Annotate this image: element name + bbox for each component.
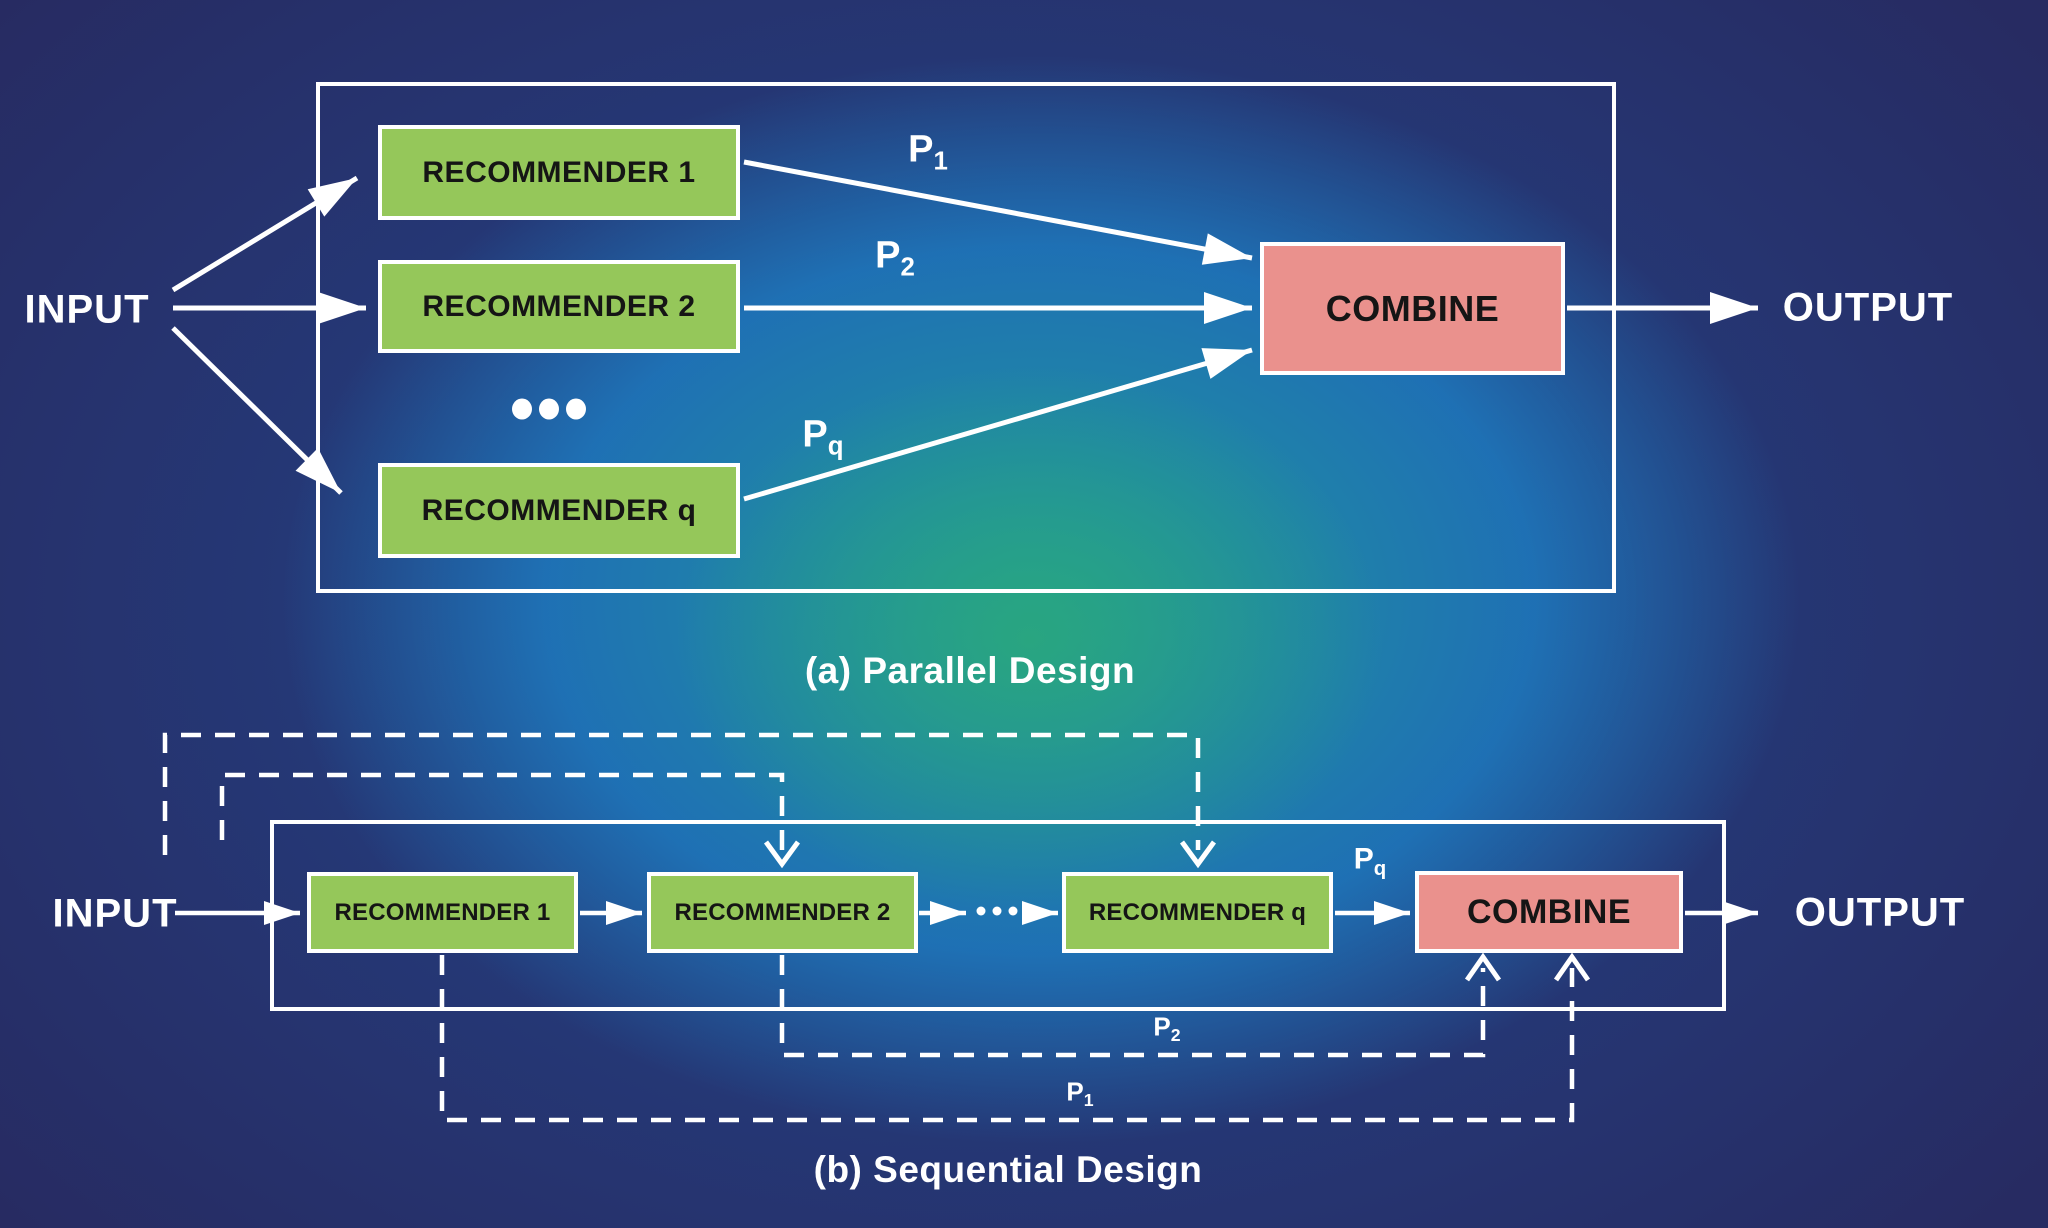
chevron-p1-into-combine: [1553, 952, 1591, 982]
input-label-b: INPUT: [52, 891, 178, 936]
pq-sub-b: q: [1373, 857, 1387, 880]
rec1-to-combine-arrow: [743, 159, 1253, 265]
sequential-dashed-paths: [162, 732, 1575, 1123]
dashed-arrowheads: [763, 840, 1591, 982]
ellipsis-dots-a: [512, 398, 586, 420]
combine-label-a: COMBINE: [1325, 287, 1500, 329]
input-label-a: INPUT: [24, 287, 150, 332]
recq-box-a: RECOMMENDER q: [378, 463, 740, 558]
dot: [976, 906, 986, 916]
recq-label-a: RECOMMENDER q: [421, 493, 697, 527]
dot: [566, 398, 586, 420]
caption-a: (a) Parallel Design: [804, 650, 1136, 691]
dot: [512, 398, 532, 420]
dot: [1008, 906, 1018, 916]
p2-base-b: P: [1153, 1011, 1171, 1042]
dot: [992, 906, 1002, 916]
output-label-a: OUTPUT: [1782, 285, 1954, 330]
p2-sub-b: 2: [1170, 1024, 1181, 1045]
input-feed-to-rec2-dashed: [219, 772, 785, 850]
rec2-label-a: RECOMMENDER 2: [422, 289, 696, 323]
input-to-recq-arrow: [171, 326, 343, 495]
p1-label-b: P1: [1066, 1077, 1093, 1110]
pq-sub-a: q: [827, 432, 844, 461]
rec2-box-b: RECOMMENDER 2: [647, 872, 918, 953]
rec1-label-b: RECOMMENDER 1: [334, 898, 551, 926]
chevron-into-recq: [1179, 840, 1217, 869]
recq-box-b: RECOMMENDER q: [1062, 872, 1333, 953]
pq-label-a: Pq: [802, 414, 843, 461]
rec1-box-a: RECOMMENDER 1: [378, 125, 740, 220]
rec1-label-a: RECOMMENDER 1: [422, 155, 696, 189]
combine-box-b: COMBINE: [1415, 871, 1683, 953]
p1-label-a: P1: [908, 129, 948, 176]
chevron-into-rec2: [763, 840, 801, 869]
rec2-label-b: RECOMMENDER 2: [674, 898, 891, 926]
dot: [539, 398, 559, 420]
rec2-box-a: RECOMMENDER 2: [378, 260, 740, 353]
p2-label-b: P2: [1153, 1012, 1180, 1045]
p2-sub-a: 2: [900, 253, 915, 282]
p1-base-b: P: [1066, 1076, 1084, 1107]
chevron-p2-into-combine: [1464, 952, 1502, 982]
p1-sub-b: 1: [1083, 1089, 1094, 1110]
input-to-rec1-arrow: [171, 175, 359, 293]
parallel-arrows: [171, 159, 1758, 502]
p2-label-a: P2: [875, 235, 915, 282]
p1-base-a: P: [908, 128, 934, 171]
caption-b: (b) Sequential Design: [813, 1149, 1203, 1190]
output-label-b: OUTPUT: [1794, 890, 1966, 935]
p1-sub-a: 1: [933, 147, 948, 176]
input-feed-to-recq-dashed: [162, 732, 1201, 855]
p2-base-a: P: [875, 234, 901, 277]
recq-label-b: RECOMMENDER q: [1088, 898, 1307, 926]
pq-label-b: Pq: [1354, 843, 1386, 880]
pq-base-b: P: [1353, 842, 1374, 876]
p1-feedback-dashed: [439, 955, 1575, 1123]
combine-label-b: COMBINE: [1466, 892, 1632, 931]
recq-to-combine-arrow: [743, 347, 1253, 502]
p2-feedback-dashed: [779, 955, 1486, 1058]
rec1-box-b: RECOMMENDER 1: [307, 872, 578, 953]
parallel-group-border: [316, 82, 1616, 593]
combine-box-a: COMBINE: [1260, 242, 1565, 375]
ellipsis-dots-b: [976, 906, 1018, 916]
pq-base-a: P: [802, 413, 828, 456]
